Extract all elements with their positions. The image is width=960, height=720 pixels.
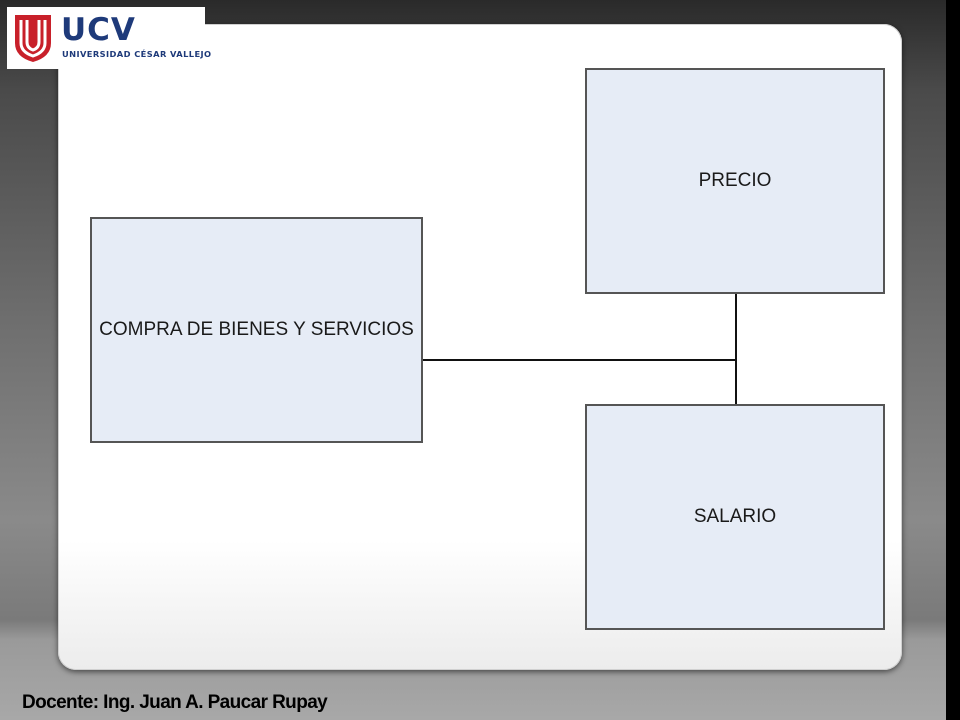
ucv-logo: UCV Universidad César Vallejo <box>7 7 211 69</box>
node-precio-label: PRECIO <box>698 170 772 191</box>
node-precio: PRECIO <box>585 68 885 294</box>
logo-title: UCV <box>61 12 136 48</box>
right-edge-strip <box>946 0 960 720</box>
node-compra: COMPRA DE BIENES Y SERVICIOS <box>90 217 423 443</box>
node-compra-label: COMPRA DE BIENES Y SERVICIOS <box>99 319 414 340</box>
node-salario-label: SALARIO <box>693 506 777 527</box>
node-salario: SALARIO <box>585 404 885 630</box>
logo-subtitle: Universidad César Vallejo <box>62 49 212 59</box>
ucv-shield-icon <box>15 15 51 62</box>
footer-docente: Docente: Ing. Juan A. Paucar Rupay <box>22 692 328 713</box>
